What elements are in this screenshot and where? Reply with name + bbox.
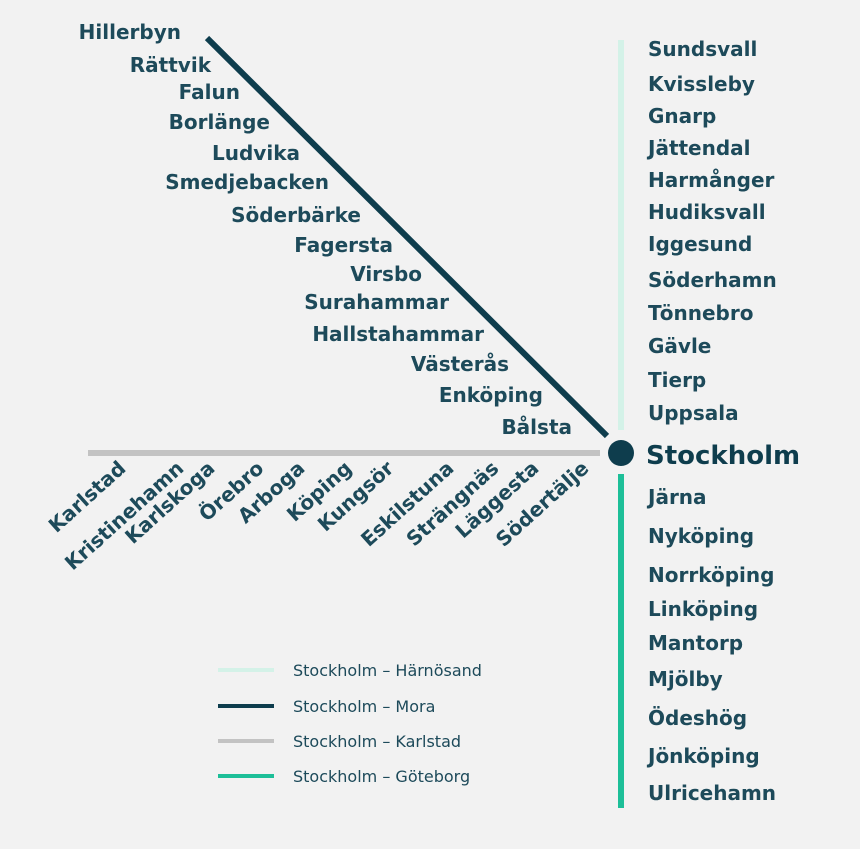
station-label: Tierp — [648, 368, 706, 392]
station-label: Borlänge — [169, 110, 270, 134]
stockholm-hub-dot — [608, 440, 634, 466]
station-label: Hudiksvall — [648, 200, 766, 224]
hub-label: Stockholm — [646, 441, 800, 471]
station-label: Västerås — [411, 352, 509, 376]
station-label: Järna — [646, 485, 707, 509]
station-label: Ludvika — [212, 141, 300, 165]
station-label: Fagersta — [294, 233, 393, 257]
station-label: Jönköping — [646, 744, 760, 768]
station-label: Harmånger — [648, 168, 775, 192]
legend: Stockholm – Härnösand Stockholm – Mora S… — [218, 661, 482, 786]
station-label: Surahammar — [304, 290, 449, 314]
station-label: Sundsvall — [648, 37, 757, 61]
legend-label-goteborg: Stockholm – Göteborg — [293, 767, 470, 786]
station-label: Falun — [179, 80, 240, 104]
station-label: Bålsta — [501, 415, 572, 439]
station-label: Linköping — [648, 597, 758, 621]
station-label: Smedjebacken — [165, 170, 329, 194]
station-label: Enköping — [439, 383, 543, 407]
station-label: Mantorp — [648, 631, 743, 655]
station-label: Tönnebro — [648, 301, 753, 325]
station-label: Norrköping — [648, 563, 774, 587]
station-label: Gävle — [648, 334, 711, 358]
line-mora — [204, 35, 610, 439]
station-label: Jättendal — [646, 136, 751, 160]
station-label: Rättvik — [130, 53, 212, 77]
legend-label-karlstad: Stockholm – Karlstad — [293, 732, 461, 751]
station-label: Söderhamn — [648, 268, 777, 292]
station-label: Iggesund — [648, 232, 752, 256]
legend-label-harnosand: Stockholm – Härnösand — [293, 661, 482, 680]
station-label: Hillerbyn — [79, 20, 181, 44]
legend-label-mora: Stockholm – Mora — [293, 697, 435, 716]
station-label: Nyköping — [648, 524, 754, 548]
station-label: Kvissleby — [648, 72, 755, 96]
station-label: Uppsala — [648, 401, 739, 425]
station-label: Söderbärke — [231, 203, 361, 227]
station-label: Hallstahammar — [312, 322, 484, 346]
station-label: Gnarp — [648, 104, 716, 128]
station-label: Mjölby — [648, 667, 723, 691]
station-label: Virsbo — [350, 262, 422, 286]
station-label: Ödeshög — [648, 706, 747, 730]
station-label: Ulricehamn — [648, 781, 776, 805]
